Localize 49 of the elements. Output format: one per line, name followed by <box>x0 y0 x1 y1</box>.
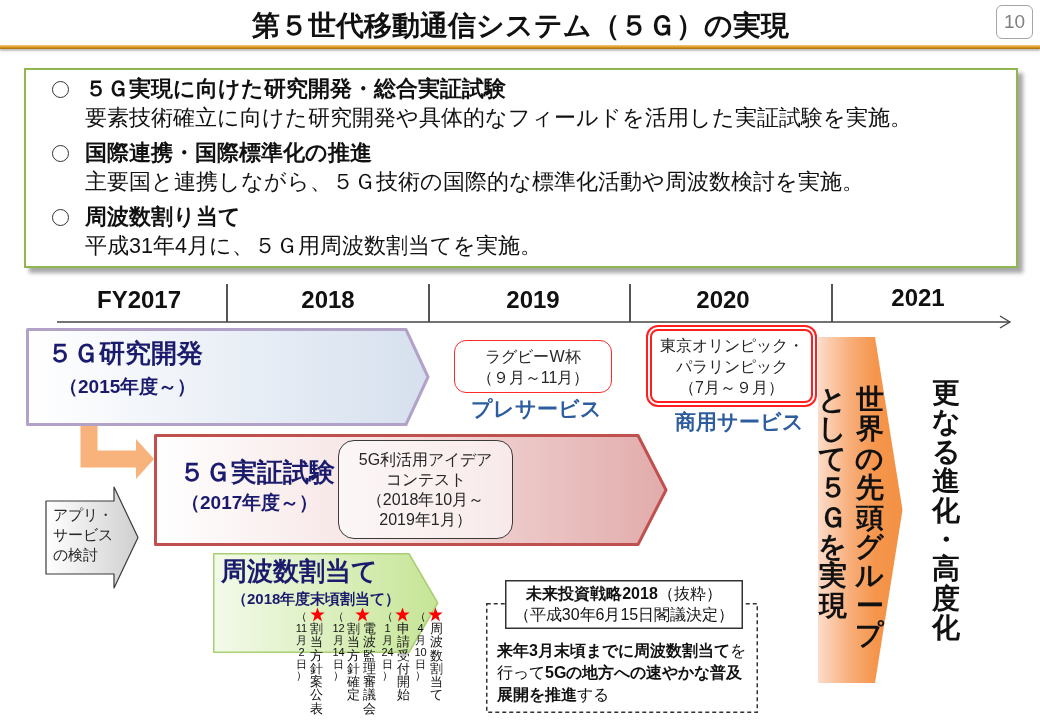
contest-text: （2018年10月～2019年1月） <box>365 489 486 530</box>
banner-title: 周波数割当て <box>221 557 378 587</box>
chevron-banner <box>26 328 430 426</box>
year-label: 2020 <box>696 287 750 313</box>
year-label: 2018 <box>301 287 355 313</box>
event-text: 東京オリンピック・パラリンピック（7月～９月） <box>658 335 805 398</box>
milestone-text: 周波数割当て <box>430 623 443 703</box>
panel-text: 要素技術確立に向けた研究開発や具体的なフィールドを活用した実証試験を実施。 <box>85 105 912 132</box>
year-label: 2019 <box>506 287 560 313</box>
summary-panel <box>24 68 1018 268</box>
milestone-date: （12月14日） <box>332 611 345 683</box>
vertical-text: 世界の先頭グループとして５Ｇを実現 <box>818 385 884 653</box>
page-title: 第５世代移動通信システム（５Ｇ）の実現 <box>251 9 789 43</box>
milestone-date: （1月24日） <box>381 611 394 683</box>
year-label: 2021 <box>891 285 945 311</box>
chevron-banner <box>154 434 668 546</box>
banner-title: ５Ｇ研究開発 <box>47 339 203 369</box>
panel-text: 平成31年4月に、５Ｇ用周波数割当てを実施。 <box>85 233 542 260</box>
block-arrow <box>45 486 139 589</box>
year-label: FY2017 <box>96 287 182 313</box>
note-text: 来年3月末頃までに周波数割当てを行って5Gの地方への速やかな普及展開を推進する <box>497 641 747 705</box>
page-number: 10 <box>996 5 1033 39</box>
banner-subtitle: （2015年度～） <box>59 376 197 398</box>
note-box <box>486 580 758 713</box>
service-label: プレサービス <box>471 397 602 421</box>
event-box <box>454 340 612 393</box>
banner-subtitle: （2018年度末頃割当て） <box>232 590 401 608</box>
panel-text: 主要国と連携しながら、５Ｇ技術の国際的な標準化活動や周波数検討を実施。 <box>85 169 864 196</box>
bent-arrow <box>80 426 154 479</box>
event-text: ラグビーW杯（９月～11月） <box>475 346 591 388</box>
milestone-text: 割当方針案公表 <box>310 623 323 716</box>
banner-title: ５Ｇ実証試験 <box>179 458 335 488</box>
note-subtitle: （平成30年6月15日閣議決定） <box>513 605 735 625</box>
note-title: 未来投資戦略2018（抜粋） <box>526 584 722 604</box>
milestone-text: 申請受付開始 <box>397 623 410 703</box>
milestone-date: （11月2日） <box>295 611 308 683</box>
panel-heading: ５Ｇ実現に向けた研究開発・総合実証試験 <box>85 75 506 103</box>
vertical-heading: 更なる進化・高度化 <box>932 378 960 643</box>
contest-box <box>338 440 513 539</box>
service-label: 商用サービス <box>675 410 804 434</box>
milestone-text: 割当方針確定 <box>347 623 360 703</box>
milestone-date: （4月10日） <box>414 611 427 683</box>
contest-text: 5G利活用アイデアコンテスト <box>357 449 494 490</box>
chevron-banner <box>818 337 903 683</box>
arrow-text: アプリ・サービスの検討 <box>53 505 114 565</box>
milestone-text: 電波監理審議会 <box>363 623 376 716</box>
panel-heading: 国際連携・国際標準化の推進 <box>85 139 372 167</box>
panel-heading: 周波数割り当て <box>85 203 241 231</box>
banner-subtitle: （2017年度～） <box>181 492 319 514</box>
